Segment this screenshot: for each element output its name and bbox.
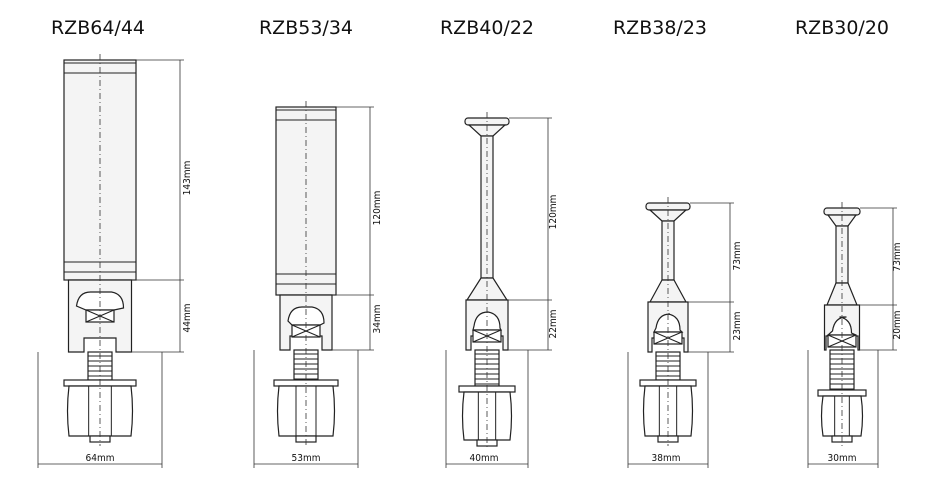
model-title-5: RZB30/20	[795, 17, 889, 39]
width-dim-5: 30mm	[828, 453, 857, 464]
model-title-1: RZB64/44	[51, 17, 145, 39]
height-dim-4: 73mm	[732, 242, 743, 271]
clamp-dim-2: 34mm	[372, 305, 383, 334]
clamp-slot	[826, 316, 857, 336]
clamp-dim-5: 20mm	[892, 311, 903, 340]
clamp-slot	[287, 306, 325, 326]
height-dim-5: 73mm	[892, 243, 903, 272]
clamp-figure-4	[627, 197, 734, 468]
height-dim-3: 120mm	[548, 195, 559, 230]
clamp-figure-5	[807, 202, 897, 468]
width-dim-1: 64mm	[86, 453, 115, 464]
clamp-figure-1	[37, 54, 184, 468]
bolt-shank	[829, 349, 855, 391]
clamp-dim-1: 44mm	[182, 304, 193, 333]
clamp-figure-2	[253, 101, 374, 468]
hex-nut	[276, 385, 336, 437]
width-dim-3: 40mm	[470, 453, 499, 464]
clamp-dim-4: 23mm	[732, 312, 743, 341]
clamp-dim-3: 22mm	[548, 310, 559, 339]
height-dim-2: 120mm	[372, 191, 383, 226]
clamp-figure-3	[445, 112, 552, 468]
model-title-4: RZB38/23	[613, 17, 707, 39]
width-dim-2: 53mm	[292, 453, 321, 464]
bolt-cross-line	[653, 331, 683, 345]
width-dim-4: 38mm	[652, 453, 681, 464]
height-dim-1: 143mm	[182, 161, 193, 196]
model-title-3: RZB40/22	[440, 17, 534, 39]
model-title-2: RZB53/34	[259, 17, 353, 39]
